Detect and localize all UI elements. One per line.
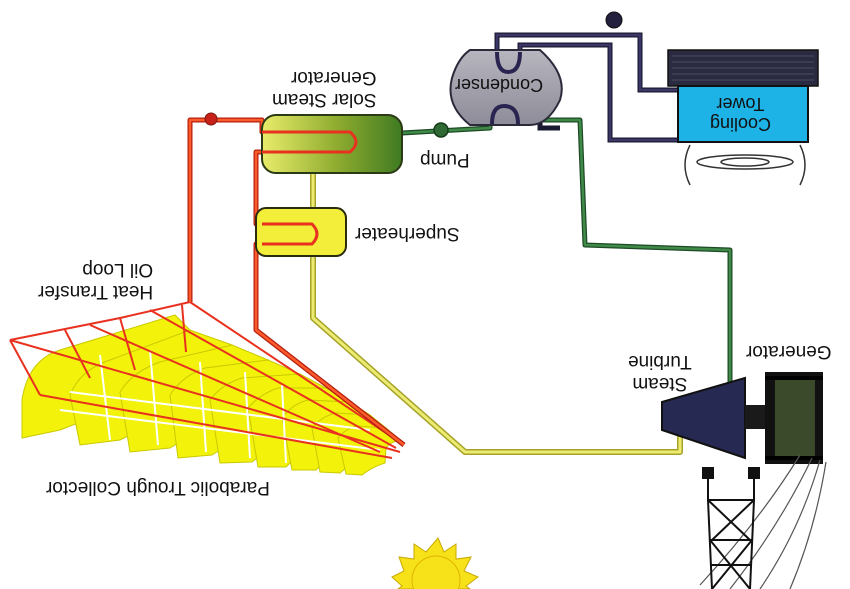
condensate-pipe [522, 105, 733, 385]
generator-fins [765, 376, 823, 460]
collector-label: Parabolic Trough Collector [46, 476, 270, 498]
generator-label: Generator [746, 340, 832, 362]
oil-tube [119, 317, 136, 371]
cooling-pipe [495, 33, 680, 92]
tower-insulator [702, 467, 714, 479]
turbine-label: Steam Turbine [628, 350, 692, 394]
oil-tube [149, 309, 397, 449]
oil-loop-label-line2: Oil Loop [82, 259, 154, 280]
power-lines [699, 454, 827, 589]
generator-core [775, 380, 815, 456]
turbine-label-line1: Steam [632, 373, 688, 394]
oil-tube [9, 339, 41, 396]
turbine-label-line2: Turbine [628, 351, 692, 372]
turbine-shaft [745, 405, 767, 429]
divider-line [149, 349, 159, 446]
steam-generator-label-line1: Solar Steam [272, 89, 377, 110]
condenser-coil [490, 103, 520, 125]
oil-pump-icon [204, 112, 218, 126]
divider-line [199, 361, 207, 453]
pump-label: Pump [420, 148, 470, 170]
cooling-pump-icon [605, 11, 623, 29]
generator-label-text: Generator [746, 341, 832, 362]
fan-blades [696, 154, 794, 170]
divider-line [59, 409, 381, 451]
superheater [255, 207, 347, 257]
collector-label-text: Parabolic Trough Collector [46, 477, 270, 498]
fan-icon [684, 144, 806, 186]
superheater-coil [262, 222, 319, 246]
fan-frame [684, 144, 806, 186]
superheater-label-text: Superheater [355, 223, 460, 244]
sun-disk [411, 555, 461, 589]
oil-tube [189, 301, 405, 446]
transmission-tower-icon [699, 454, 827, 589]
superheater-vessel [255, 207, 347, 257]
tower-insulator [748, 467, 760, 479]
cooling-tower [667, 49, 819, 186]
oil-loop-label-line1: Heat Transfer [38, 281, 154, 302]
steam-generator-vessel [261, 114, 403, 174]
solar-steam-generator [261, 114, 403, 174]
divider-line [69, 391, 371, 431]
condenser-label: Condenser [455, 75, 543, 95]
steam-generator-label-line2: Generator [291, 67, 377, 88]
divider-line [281, 384, 287, 464]
collector-oil-tubes [9, 301, 405, 459]
superheated-steam-pipe [311, 255, 682, 454]
collector-dividers [59, 349, 381, 464]
condenser-vessel [449, 49, 563, 126]
condenser-coil [495, 51, 522, 75]
superheater-label: Superheater [355, 222, 460, 244]
tower-frame [707, 478, 755, 589]
condenser-label-text: Condenser [455, 75, 544, 95]
oil-tube [39, 394, 393, 459]
oil-loop-label: Heat Transfer Oil Loop [38, 258, 153, 302]
steam-turbine-body [661, 376, 746, 460]
cooling-tower-body [677, 85, 809, 143]
oil-tube [64, 329, 91, 379]
cooling-tower-label-line1: Cooling [710, 114, 772, 134]
cooling-tower-fins [672, 55, 814, 81]
oil-tube [89, 324, 381, 453]
cooling-tower-label-line2: Tower [716, 94, 765, 114]
cooling-loop [494, 11, 690, 143]
cooling-tower-label: Cooling Tower [710, 94, 771, 134]
steam-generator-coil [262, 130, 358, 154]
steam-turbine [661, 376, 767, 460]
generator [765, 372, 823, 464]
pump-icon [433, 122, 449, 138]
steam-generator-label: Solar Steam Generator [272, 66, 377, 110]
pump-label-text: Pump [420, 149, 470, 170]
divider-line [99, 354, 111, 441]
parabolic-trough-collector [9, 301, 405, 476]
condenser [449, 49, 563, 126]
sun-icon [391, 537, 479, 589]
fan-blades [720, 157, 770, 167]
